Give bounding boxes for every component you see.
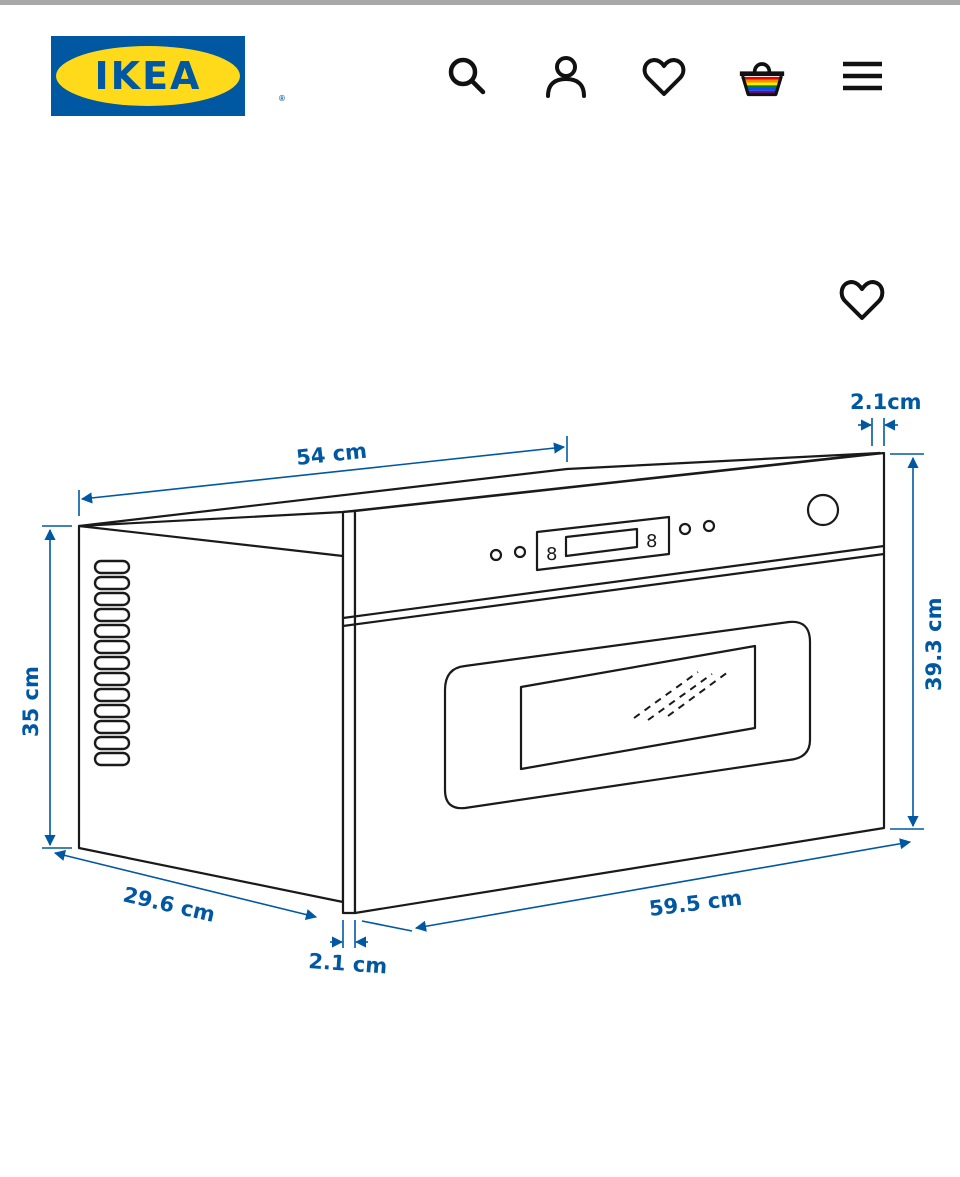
- logo-ellipse: [56, 46, 240, 106]
- front-panel-edge: [341, 509, 357, 915]
- display-panel: [535, 515, 671, 572]
- dim-label-front-thickness-bottom: 2.1 cm: [308, 949, 388, 978]
- dim-label-front-thickness-top: 2.1cm: [850, 390, 922, 414]
- heart-icon[interactable]: [640, 52, 688, 100]
- svg-text:8: 8: [646, 531, 657, 552]
- dim-label-front-height: 39.3 cm: [922, 598, 946, 691]
- dim-label-depth-top: 54 cm: [295, 439, 368, 470]
- site-header: IKEA ®: [0, 5, 960, 145]
- vent-slots: [93, 559, 131, 767]
- oven-front-face: [353, 451, 886, 915]
- control-knob: [806, 493, 840, 527]
- search-icon[interactable]: [443, 52, 491, 100]
- logo-registered-mark: ®: [279, 94, 285, 103]
- product-dimension-drawing: 8 8: [19, 390, 946, 978]
- dim-label-body-height: 35 cm: [19, 666, 43, 737]
- door-window-frame: [443, 620, 812, 810]
- door-glass: [519, 644, 757, 771]
- oven-illustration: 8 8: [77, 451, 886, 915]
- ikea-logo[interactable]: IKEA ®: [51, 36, 285, 116]
- hamburger-menu-icon[interactable]: [838, 52, 886, 100]
- oven-side-face: [77, 524, 345, 904]
- top-divider: [0, 0, 960, 5]
- user-icon[interactable]: [542, 52, 590, 100]
- product-favorite-icon[interactable]: [836, 274, 888, 322]
- shopping-basket-icon[interactable]: [738, 52, 786, 100]
- dimension-lines: [42, 418, 924, 948]
- logo-text: IKEA: [94, 54, 202, 98]
- svg-text:8: 8: [546, 544, 557, 565]
- dim-label-front-width: 59.5 cm: [648, 886, 744, 921]
